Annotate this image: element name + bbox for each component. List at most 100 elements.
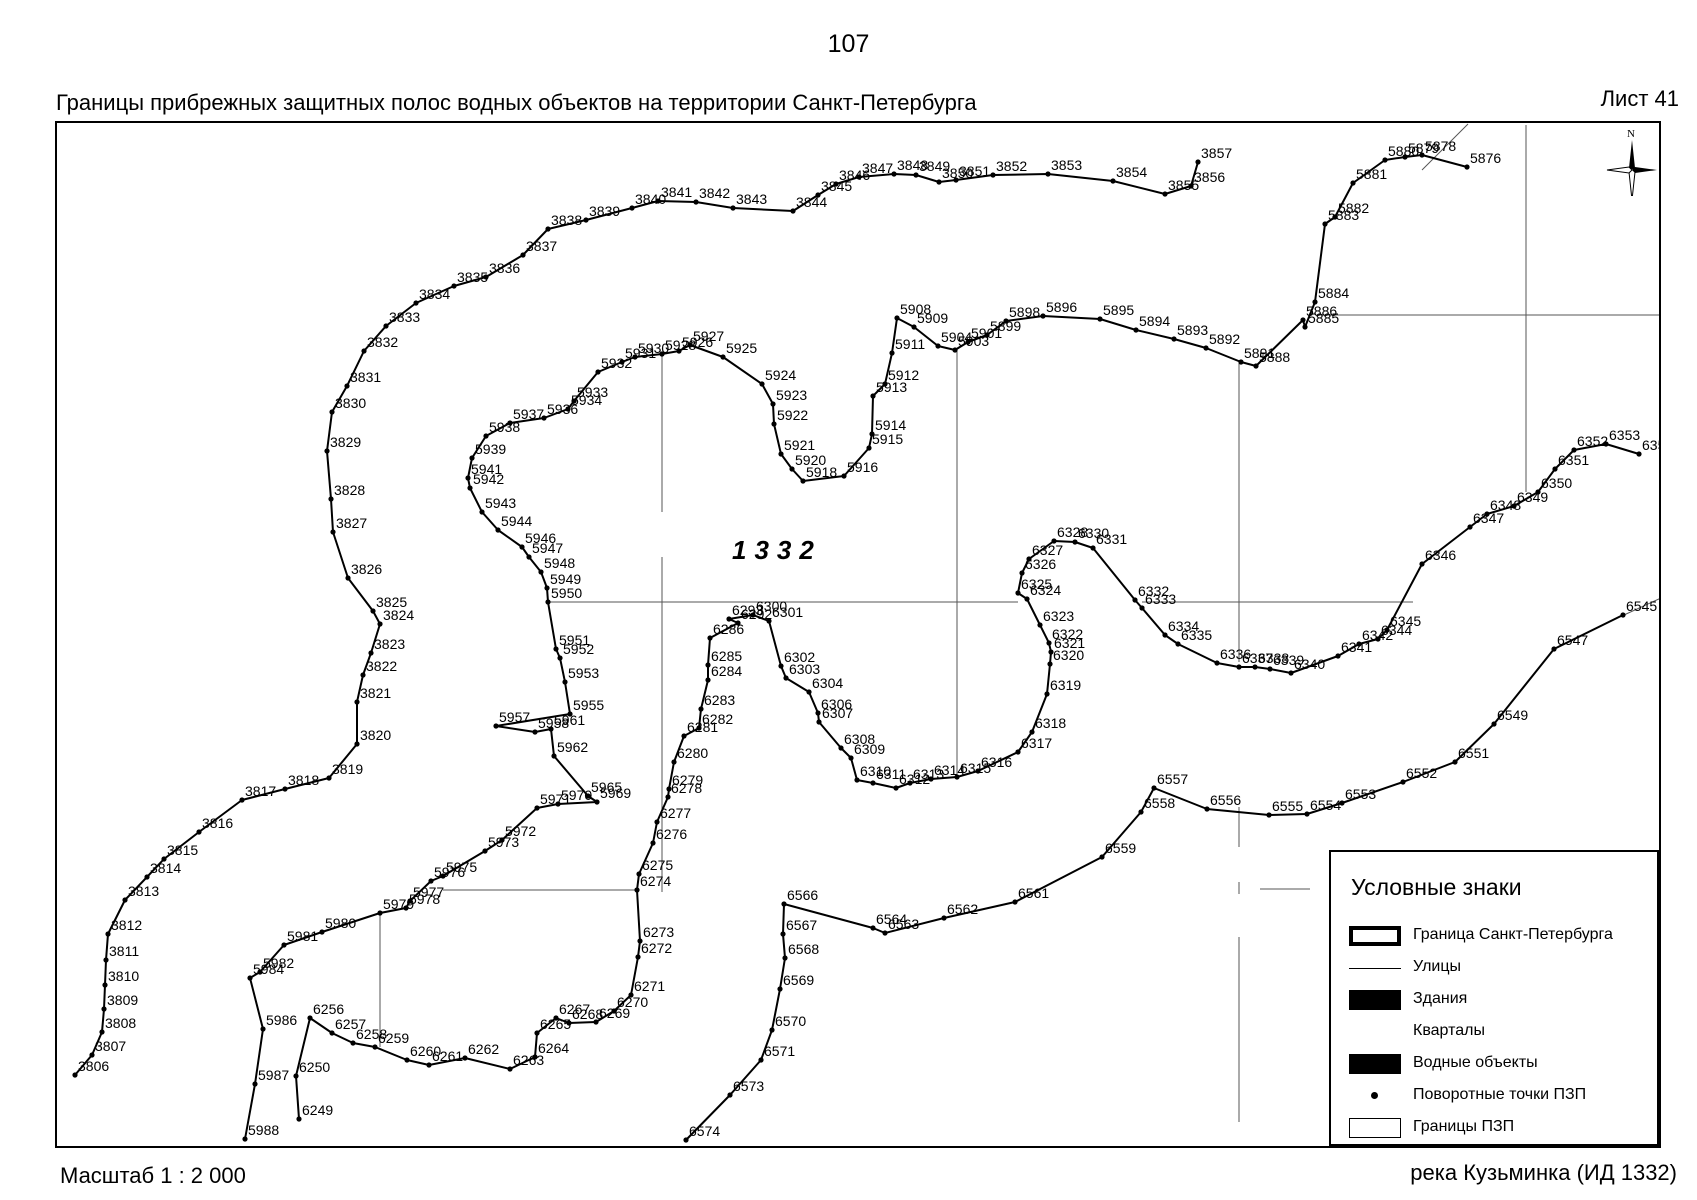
turning-point-6269 — [593, 1019, 599, 1025]
turning-point-label: 5885 — [1308, 310, 1339, 326]
turning-point-5931 — [619, 359, 625, 365]
turning-point-5918 — [800, 478, 806, 484]
turning-point-6554 — [1304, 811, 1310, 817]
thin-line-icon — [1349, 968, 1401, 969]
turning-point-label: 3816 — [202, 815, 233, 831]
turning-point-5936 — [541, 415, 547, 421]
turning-point-6571 — [758, 1057, 764, 1063]
turning-point-6332 — [1132, 597, 1138, 603]
turning-point-label: 3819 — [332, 761, 363, 777]
turning-point-3811 — [103, 957, 109, 963]
map-canvas[interactable]: 3806380738083809381038113812381338143815… — [57, 123, 1661, 1148]
turning-point-label: 5925 — [726, 340, 757, 356]
turning-point-6280 — [671, 759, 677, 765]
turning-point-3815 — [161, 856, 167, 862]
turning-point-6573 — [727, 1092, 733, 1098]
turning-point-label: 6279 — [672, 772, 703, 788]
turning-point-label: 5951 — [559, 632, 590, 648]
turning-point-6338 — [1252, 664, 1258, 670]
thin-outline-box-icon — [1349, 1118, 1401, 1138]
filled-black-box-icon — [1349, 1054, 1401, 1074]
turning-point-3829 — [324, 448, 330, 454]
turning-point-label: 3853 — [1051, 157, 1082, 173]
turning-point-label: 6284 — [711, 663, 742, 679]
turning-point-5944 — [495, 527, 501, 533]
turning-point-label: 6265 — [540, 1016, 571, 1032]
turning-point-label: 6552 — [1406, 765, 1437, 781]
turning-point-label: 5928 — [665, 337, 696, 353]
turning-point-6555 — [1266, 812, 1272, 818]
turning-point-5933 — [571, 398, 577, 404]
turning-point-5914 — [869, 431, 875, 437]
turning-point-5896 — [1040, 313, 1046, 319]
turning-point-label: 6282 — [702, 711, 733, 727]
turning-point-label: 3828 — [334, 482, 365, 498]
turning-point-label: 5965 — [591, 779, 622, 795]
turning-point-5947 — [526, 554, 532, 560]
turning-point-6267 — [553, 1015, 559, 1021]
turning-point-label: 6257 — [335, 1016, 366, 1032]
turning-point-5912 — [882, 381, 888, 387]
turning-point-3852 — [990, 172, 996, 178]
turning-point-label: 5988 — [248, 1122, 279, 1138]
turning-point-3838 — [545, 226, 551, 232]
turning-point-label: 6268 — [572, 1006, 603, 1022]
turning-point-6556 — [1204, 806, 1210, 812]
turning-point-5927 — [687, 342, 693, 348]
turning-point-5924 — [759, 381, 765, 387]
turning-point-6335 — [1175, 641, 1181, 647]
turning-point-label: 3813 — [128, 883, 159, 899]
turning-point-label: 3807 — [95, 1038, 126, 1054]
turning-point-label: 6558 — [1144, 795, 1175, 811]
turning-point-3853 — [1045, 171, 1051, 177]
turning-point-label: 6553 — [1345, 786, 1376, 802]
turning-point-label: 6320 — [1053, 647, 1084, 663]
turning-point-3808 — [99, 1029, 105, 1035]
turning-point-3807 — [89, 1052, 95, 1058]
turning-point-label: 6545 — [1626, 598, 1657, 614]
turning-point-label: 3806 — [78, 1058, 109, 1074]
turning-point-label: 6281 — [687, 719, 718, 735]
turning-point-label: 6260 — [410, 1043, 441, 1059]
turning-point-label: 5894 — [1139, 313, 1170, 329]
turning-point-6552 — [1400, 779, 1406, 785]
turning-point-label: 6314 — [934, 762, 965, 778]
turning-point-6342 — [1356, 641, 1362, 647]
turning-point-label: 3818 — [288, 772, 319, 788]
turning-point-5961 — [548, 726, 554, 732]
turning-point-label: 6275 — [642, 857, 673, 873]
turning-point-3841 — [655, 198, 661, 204]
turning-point-3817 — [239, 797, 245, 803]
turning-point-6341 — [1335, 653, 1341, 659]
turning-point-6309 — [848, 755, 854, 761]
turning-point-6558 — [1138, 809, 1144, 815]
quarter-label: 1332 — [732, 535, 822, 565]
turning-point-3825 — [370, 608, 376, 614]
turning-point-label: 6256 — [313, 1001, 344, 1017]
turning-point-label: 5938 — [489, 419, 520, 435]
turning-point-6331 — [1090, 545, 1096, 551]
turning-point-3855 — [1162, 191, 1168, 197]
turning-point-6325 — [1015, 590, 1021, 596]
turning-point-6351 — [1552, 466, 1558, 472]
turning-point-5970 — [555, 801, 561, 807]
turning-point-6313 — [907, 780, 913, 786]
turning-point-5893 — [1171, 336, 1177, 342]
turning-point-label: 6351 — [1558, 452, 1589, 468]
turning-point-label: 5916 — [847, 459, 878, 475]
turning-point-label: 5883 — [1328, 207, 1359, 223]
turning-point-3821 — [354, 699, 360, 705]
turning-point-6256 — [307, 1015, 313, 1021]
turning-point-label: 6348 — [1490, 497, 1521, 513]
turning-point-label: 6345 — [1390, 613, 1421, 629]
turning-point-5930 — [632, 354, 638, 360]
turning-point-6547 — [1551, 646, 1557, 652]
turning-point-label: 6300 — [756, 598, 787, 614]
turning-point-label: 6267 — [559, 1001, 590, 1017]
turning-point-6276 — [650, 840, 656, 846]
turning-point-6302 — [778, 663, 784, 669]
turning-point-label: 3851 — [959, 163, 990, 179]
turning-point-5916 — [841, 473, 847, 479]
turning-point-label: 6259 — [378, 1030, 409, 1046]
